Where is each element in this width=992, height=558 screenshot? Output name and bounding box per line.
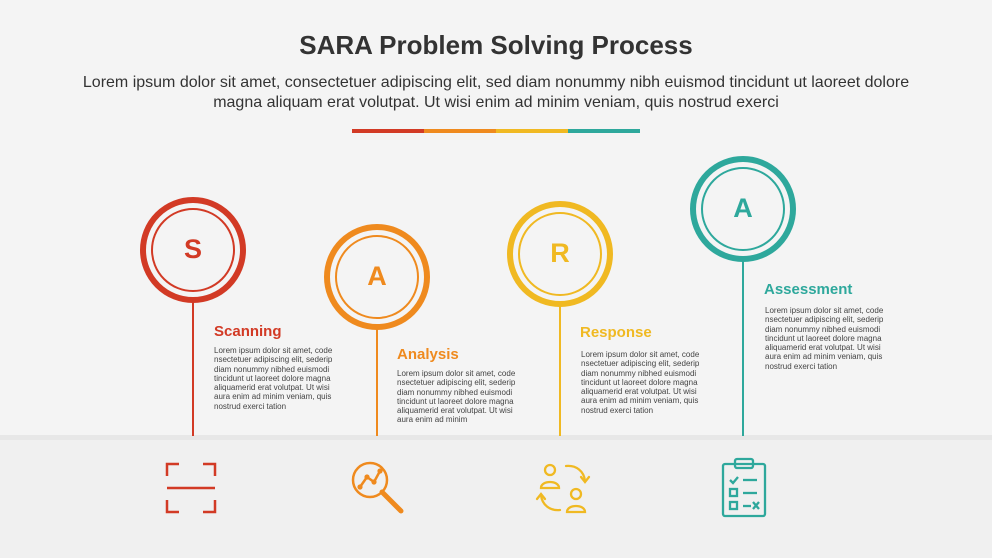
step-2-description: Lorem ipsum dolor sit amet, code nsectet… xyxy=(397,369,516,425)
step-1-description: Lorem ipsum dolor sit amet, code nsectet… xyxy=(214,346,333,411)
step-4-title: Assessment xyxy=(764,281,853,298)
color-accent-bar xyxy=(352,129,640,133)
magnifier-analysis-icon xyxy=(351,461,404,514)
step-4-description: Lorem ipsum dolor sit amet, code nsectet… xyxy=(765,306,884,371)
step-3-stem xyxy=(559,305,561,436)
step-1-letter: S xyxy=(183,234,202,264)
step-2-stem xyxy=(376,328,378,436)
icon-band xyxy=(0,440,992,558)
step-3-title: Response xyxy=(580,324,652,341)
step-2-title: Analysis xyxy=(397,346,459,363)
page-subtitle: Lorem ipsum dolor sit amet, consectetuer… xyxy=(82,74,910,111)
step-1-stem xyxy=(192,300,194,436)
step-2-circle: A xyxy=(324,224,430,330)
step-4-stem xyxy=(742,258,744,436)
accent-segment-yellow xyxy=(496,129,568,133)
accent-segment-teal xyxy=(568,129,640,133)
accent-segment-orange xyxy=(424,129,496,133)
step-3-circle: R xyxy=(507,201,613,307)
step-3-letter: R xyxy=(550,238,570,268)
step-3-description: Lorem ipsum dolor sit amet, code nsectet… xyxy=(581,350,700,415)
step-1-circle: S xyxy=(140,197,246,303)
step-2-letter: A xyxy=(367,261,387,291)
checklist-clipboard-icon xyxy=(721,457,767,518)
scan-frame-icon xyxy=(165,462,217,514)
step-1-title: Scanning xyxy=(214,323,282,340)
step-4-circle: A xyxy=(690,156,796,262)
step-4-letter: A xyxy=(733,193,753,223)
page-title: SARA Problem Solving Process xyxy=(299,30,693,60)
timeline-baseline xyxy=(0,435,992,440)
people-exchange-icon xyxy=(535,463,591,514)
accent-segment-red xyxy=(352,129,424,133)
